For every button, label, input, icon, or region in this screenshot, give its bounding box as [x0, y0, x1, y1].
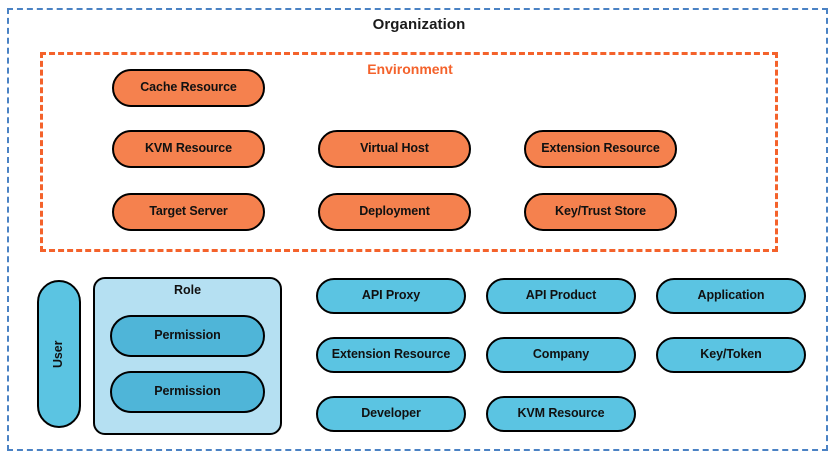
org-entity-company[interactable]: Company [486, 337, 636, 373]
org-entity-developer[interactable]: Developer [316, 396, 466, 432]
permission-entity-2[interactable]: Permission [110, 371, 265, 413]
org-entity-key-token[interactable]: Key/Token [656, 337, 806, 373]
org-entity-kvm-resource[interactable]: KVM Resource [486, 396, 636, 432]
env-entity-target-server[interactable]: Target Server [112, 193, 265, 231]
organization-container [7, 8, 828, 451]
org-entity-api-proxy[interactable]: API Proxy [316, 278, 466, 314]
organization-title: Organization [372, 16, 466, 33]
org-entity-api-product[interactable]: API Product [486, 278, 636, 314]
org-entity-application[interactable]: Application [656, 278, 806, 314]
env-entity-virtual-host[interactable]: Virtual Host [318, 130, 471, 168]
role-group-label: Role [173, 283, 202, 297]
env-entity-extension-resource[interactable]: Extension Resource [524, 130, 677, 168]
environment-title: Environment [367, 61, 453, 77]
env-entity-cache-resource[interactable]: Cache Resource [112, 69, 265, 107]
env-entity-deployment[interactable]: Deployment [318, 193, 471, 231]
org-entity-extension-resource[interactable]: Extension Resource [316, 337, 466, 373]
env-entity-key-trust-store[interactable]: Key/Trust Store [524, 193, 677, 231]
permission-entity-1[interactable]: Permission [110, 315, 265, 357]
env-entity-kvm-resource[interactable]: KVM Resource [112, 130, 265, 168]
environment-container [40, 52, 778, 252]
user-entity[interactable]: User [37, 280, 81, 428]
